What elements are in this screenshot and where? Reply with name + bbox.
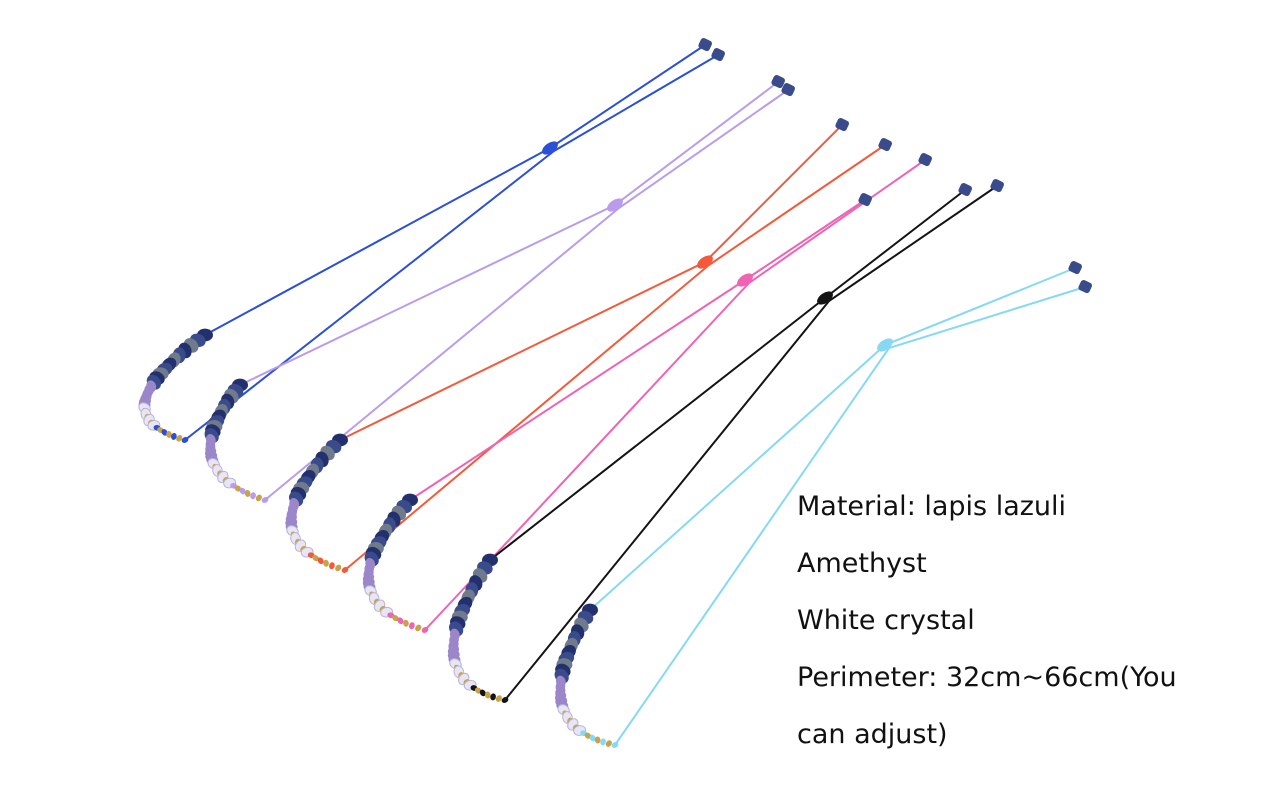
necklace-black	[447, 179, 1004, 703]
sliding-knot	[817, 291, 833, 305]
cord	[184, 54, 719, 441]
bead	[255, 494, 262, 502]
bead	[341, 567, 349, 573]
bead	[335, 564, 342, 572]
necklace-light-blue	[554, 261, 1092, 748]
bead	[479, 689, 486, 697]
bead	[397, 617, 404, 625]
bead	[171, 432, 177, 440]
end-stone	[858, 193, 872, 207]
end-stone	[958, 183, 972, 197]
bead	[421, 627, 429, 633]
bead	[181, 437, 189, 443]
cord	[409, 199, 866, 501]
bead	[161, 429, 168, 436]
bead	[323, 559, 329, 567]
necklace-blue	[138, 38, 725, 443]
bead	[495, 695, 502, 702]
end-stone	[1068, 261, 1082, 275]
bead	[600, 738, 606, 746]
sliding-knot	[877, 338, 893, 352]
sliding-knot	[607, 198, 623, 212]
bead	[317, 557, 324, 565]
cord	[204, 44, 706, 336]
bead	[611, 742, 619, 748]
product-specs: Material: lapis lazuli Amethyst White cr…	[797, 478, 1177, 763]
spec-amethyst: Amethyst	[797, 548, 927, 579]
bead	[403, 619, 409, 627]
end-stone	[698, 38, 712, 52]
end-stone	[835, 118, 849, 132]
end-stone	[918, 153, 932, 167]
bead	[166, 430, 172, 438]
end-stone	[781, 83, 795, 97]
bead	[409, 622, 415, 630]
cord	[339, 124, 843, 441]
bead	[244, 489, 251, 497]
sliding-knot	[737, 273, 753, 287]
spec-material: Material: lapis lazuli	[797, 491, 1067, 522]
necklace-pink	[362, 153, 932, 633]
sliding-knot	[697, 255, 713, 269]
bead	[584, 732, 592, 739]
bead	[176, 435, 183, 442]
sliding-knot	[542, 141, 558, 155]
end-stone	[771, 75, 785, 89]
end-stone	[990, 179, 1004, 193]
bead	[239, 487, 246, 495]
bead	[415, 624, 422, 632]
bead	[605, 740, 612, 747]
bead	[490, 693, 496, 701]
spec-adjust: can adjust)	[797, 719, 948, 750]
bead	[589, 734, 596, 742]
bead	[484, 691, 491, 699]
end-stone	[878, 138, 892, 152]
spec-white-crystal: White crystal	[797, 605, 975, 636]
end-stone	[711, 48, 725, 62]
bead	[234, 485, 242, 492]
bead	[329, 562, 335, 570]
spec-perimeter: Perimeter: 32cm~66cm(You	[797, 662, 1177, 693]
bead	[250, 492, 256, 500]
bead	[312, 555, 319, 562]
necklace-orange	[285, 118, 892, 573]
bead	[392, 615, 399, 622]
bead	[501, 697, 509, 703]
bead	[261, 497, 269, 503]
necklace-lavender	[204, 75, 795, 503]
end-stone	[1078, 280, 1092, 294]
bead	[594, 736, 601, 744]
